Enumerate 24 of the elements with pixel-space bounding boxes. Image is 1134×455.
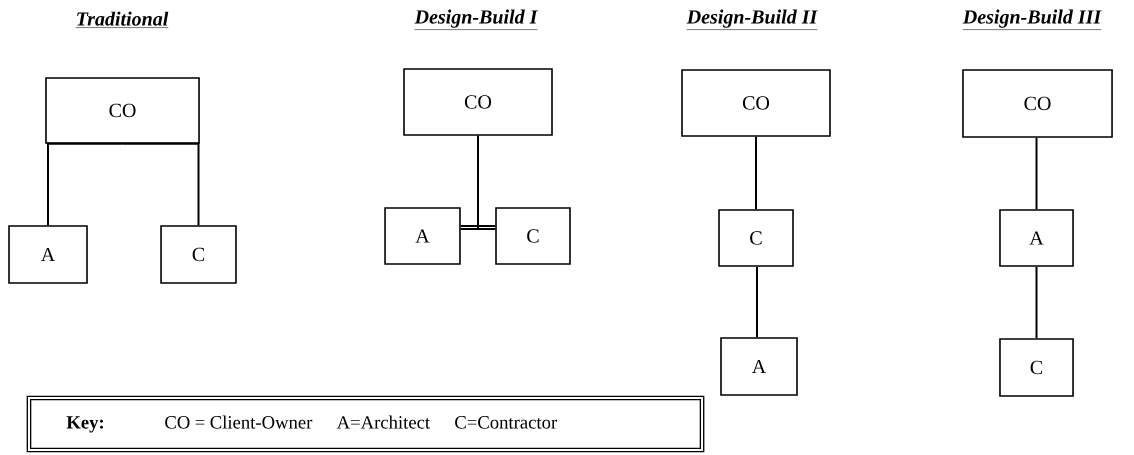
connector-line [755, 135, 757, 211]
connector-line [1035, 136, 1038, 211]
connector-line [756, 265, 758, 339]
role-box: A [8, 225, 88, 284]
role-box: A [720, 337, 798, 396]
role-box: A [999, 209, 1074, 267]
connector-line [121, 142, 200, 227]
role-box: CO [962, 69, 1113, 138]
connector-line [477, 134, 497, 230]
role-box: A [384, 207, 461, 265]
column-heading: Design-Build I [414, 9, 538, 30]
role-box: C [999, 338, 1074, 397]
role-box: C [718, 209, 794, 267]
connector-line [1035, 265, 1038, 340]
role-box: CO [681, 69, 831, 137]
role-box: CO [45, 77, 200, 144]
column-heading: Design-Build II [686, 9, 818, 30]
column-heading: Design-Build III [962, 9, 1102, 30]
column-heading: Traditional [75, 11, 169, 28]
key-box: Key: CO = Client-Owner A=Architect C=Contractor [26, 395, 705, 453]
role-box: C [495, 207, 571, 265]
role-box: C [160, 225, 237, 284]
role-box: CO [403, 68, 553, 136]
connector-line [47, 142, 124, 227]
